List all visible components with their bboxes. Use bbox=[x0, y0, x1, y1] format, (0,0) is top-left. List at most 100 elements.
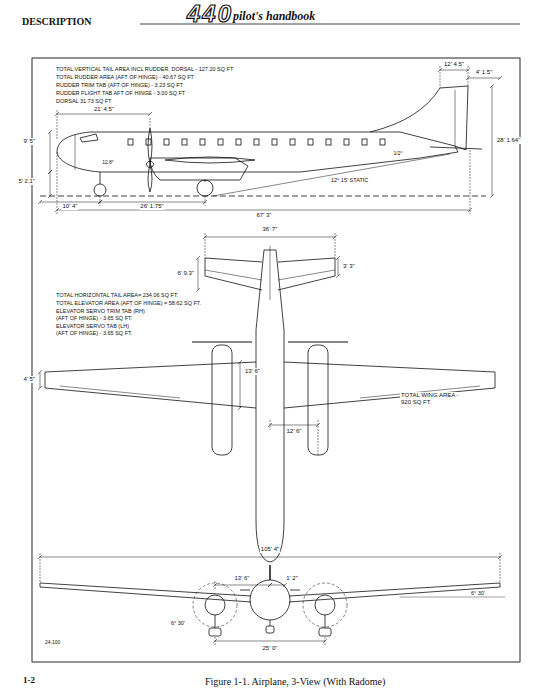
drawing-frame bbox=[32, 58, 520, 662]
top-fuselage bbox=[256, 246, 284, 562]
side-landing-gear bbox=[100, 172, 101, 184]
front-engines bbox=[315, 595, 335, 615]
dimension-label: 9' 5" bbox=[22, 138, 36, 145]
side-wing-nacelle bbox=[148, 128, 152, 164]
front-engines bbox=[205, 595, 225, 615]
side-landing-gear bbox=[94, 172, 213, 196]
side-windows bbox=[308, 139, 313, 145]
area-note: RUDDER FLIGHT TAB AFT OF HINGE - 3.00 SQ… bbox=[55, 90, 186, 96]
logo-number: 440 bbox=[186, 1, 234, 27]
dimension-lines bbox=[498, 76, 502, 80]
front-engines bbox=[325, 615, 326, 628]
dimension-lines bbox=[240, 362, 241, 408]
side-windows bbox=[254, 139, 259, 145]
dimension-lines bbox=[38, 200, 42, 204]
dimension-lines bbox=[40, 553, 41, 583]
front-wing bbox=[40, 583, 251, 602]
dimension-label: 12' 6" bbox=[286, 428, 303, 435]
top-nacelles bbox=[192, 342, 348, 455]
area-note: TOTAL VERTICAL TAIL AREA INCL RUDDER, DO… bbox=[55, 66, 234, 72]
side-fuselage bbox=[80, 134, 98, 142]
dimension-lines bbox=[336, 274, 340, 278]
dimension-lines bbox=[215, 641, 325, 642]
dimension-lines bbox=[148, 112, 152, 116]
side-landing-gear bbox=[94, 184, 106, 196]
side-windows bbox=[272, 139, 277, 145]
side-windows bbox=[164, 139, 169, 145]
top-wing bbox=[45, 362, 495, 408]
dimension-label: 105' 4" bbox=[260, 546, 280, 553]
dimension-lines bbox=[468, 78, 500, 79]
dimension-lines bbox=[215, 581, 216, 590]
side-vertical-tail bbox=[430, 147, 482, 149]
dimension-lines bbox=[40, 372, 41, 388]
dimension-label: 25' 0" bbox=[262, 645, 279, 652]
area-note: 6° 30' bbox=[170, 620, 186, 626]
area-note: ELEVATOR SERVO TRIM TAB (RH) bbox=[55, 308, 146, 314]
dimension-lines bbox=[48, 170, 52, 174]
front-engines bbox=[266, 626, 274, 633]
front-wing bbox=[289, 583, 500, 602]
side-windows bbox=[290, 139, 295, 145]
handbook-title: pilot's handbook bbox=[232, 10, 316, 23]
dimension-lines bbox=[335, 233, 336, 258]
figure-caption: Figure 1-1. Airplane, 3-View (With Radom… bbox=[205, 676, 385, 687]
dimension-lines bbox=[50, 172, 51, 196]
side-windows bbox=[200, 139, 205, 145]
drawing-frame bbox=[32, 58, 520, 662]
ground-line bbox=[40, 154, 486, 196]
side-fuselage bbox=[57, 132, 458, 172]
drawing-number: 24,100 bbox=[44, 640, 61, 646]
top-horizontal-tail bbox=[205, 270, 262, 280]
area-note: 12° 15' STATIC bbox=[330, 177, 369, 183]
top-nacelles bbox=[308, 345, 328, 455]
top-wing bbox=[45, 362, 256, 408]
side-windows bbox=[128, 139, 385, 145]
dimension-lines bbox=[48, 194, 52, 198]
side-fuselage bbox=[75, 134, 76, 170]
dimension-lines bbox=[198, 258, 199, 290]
dimension-lines bbox=[338, 258, 339, 276]
side-vertical-tail bbox=[455, 90, 456, 146]
dimension-lines bbox=[57, 110, 58, 140]
dimension-label: 67' 3" bbox=[256, 212, 273, 219]
side-fuselage bbox=[57, 132, 458, 172]
dimension-label: 3' 3" bbox=[342, 263, 356, 270]
area-note: (AFT OF HINGE) - 3.65 SQ FT. bbox=[55, 330, 133, 336]
side-windows bbox=[218, 139, 223, 145]
front-wing bbox=[400, 597, 505, 598]
top-horizontal-tail bbox=[205, 258, 262, 290]
side-vertical-tail bbox=[370, 86, 482, 150]
ground-line bbox=[213, 154, 450, 196]
dimension-lines bbox=[283, 583, 287, 587]
side-landing-gear bbox=[197, 180, 213, 196]
front-engines bbox=[303, 583, 347, 627]
area-note: ELEVATOR SERVO TAB (LH) bbox=[55, 323, 130, 329]
dimension-lines bbox=[268, 583, 272, 587]
top-wing bbox=[60, 386, 180, 398]
side-windows bbox=[236, 139, 241, 145]
page-number: 1-2 bbox=[22, 676, 36, 686]
dimension-lines bbox=[468, 66, 469, 86]
dimension-lines bbox=[57, 114, 150, 115]
side-wing-nacelle bbox=[148, 164, 152, 192]
front-fuselage bbox=[250, 580, 290, 620]
front-fuselage bbox=[290, 590, 300, 591]
dimension-lines bbox=[215, 585, 270, 586]
side-wing-nacelle bbox=[146, 128, 255, 192]
dimension-lines bbox=[38, 370, 42, 374]
side-windows bbox=[326, 139, 331, 145]
dimension-label: 5' 2.1" bbox=[17, 178, 36, 185]
dimension-label: 1' 2" bbox=[285, 575, 299, 582]
front-fuselage bbox=[269, 565, 271, 580]
dimension-label: 4' 5" bbox=[22, 376, 36, 383]
top-nacelles bbox=[192, 341, 252, 342]
front-fuselage bbox=[240, 565, 300, 620]
dimension-lines bbox=[325, 637, 326, 645]
area-note: (AFT OF HINGE) - 3.65 SQ FT. bbox=[55, 315, 133, 321]
dimension-lines bbox=[38, 66, 502, 645]
front-engines bbox=[209, 628, 221, 636]
side-windows bbox=[182, 139, 187, 145]
dimension-lines bbox=[205, 233, 206, 258]
